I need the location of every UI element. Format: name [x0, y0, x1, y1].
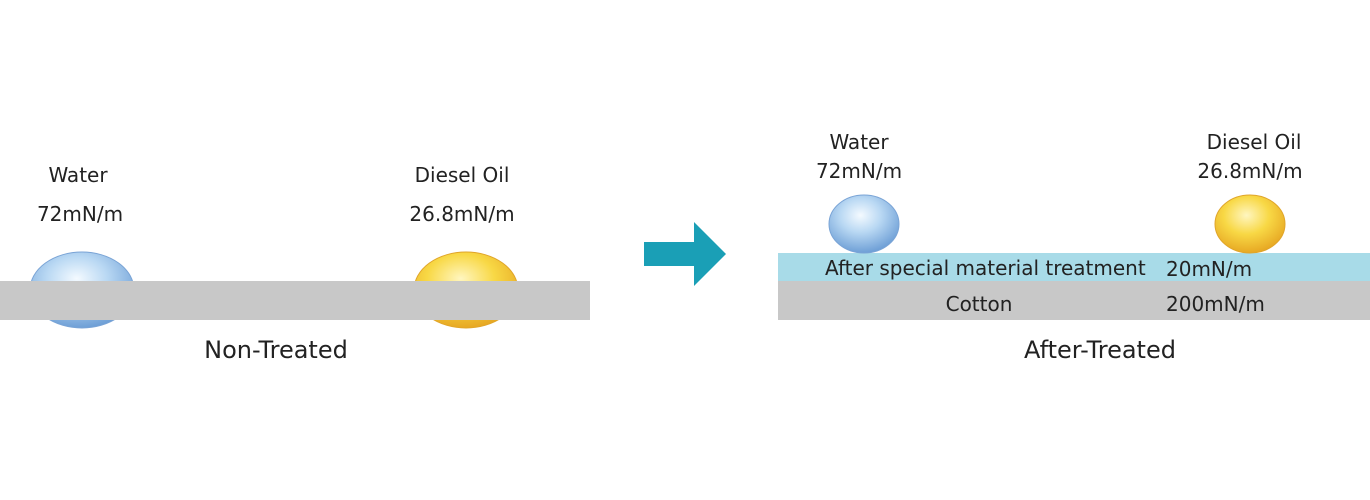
- caption-non-treated: Non-Treated: [204, 336, 348, 364]
- arrow-right-icon: [644, 222, 726, 286]
- water-label-right: Water: [829, 130, 889, 154]
- oil-droplet-right: [1214, 194, 1286, 254]
- water-tension-right: 72mN/m: [815, 159, 903, 183]
- oil-tension-left: 26.8mN/m: [409, 202, 515, 226]
- water-label-left: Water: [48, 163, 108, 187]
- treatment-layer-bar: [778, 253, 1370, 281]
- oil-tension-right: 26.8mN/m: [1197, 159, 1303, 183]
- oil-label-left: Diesel Oil: [414, 163, 510, 187]
- treatment-layer-label: After special material treatment: [825, 256, 1146, 280]
- fabric-bar-left: [0, 281, 590, 320]
- cotton-layer-tension: 200mN/m: [1166, 292, 1265, 316]
- oil-label-right: Diesel Oil: [1206, 130, 1302, 154]
- cotton-layer-label: Cotton: [945, 292, 1013, 316]
- water-tension-left: 72mN/m: [36, 202, 124, 226]
- water-droplet-right: [828, 194, 900, 254]
- treatment-layer-tension: 20mN/m: [1166, 257, 1253, 281]
- cotton-layer-bar: [778, 281, 1370, 320]
- caption-after-treated: After-Treated: [1024, 336, 1176, 364]
